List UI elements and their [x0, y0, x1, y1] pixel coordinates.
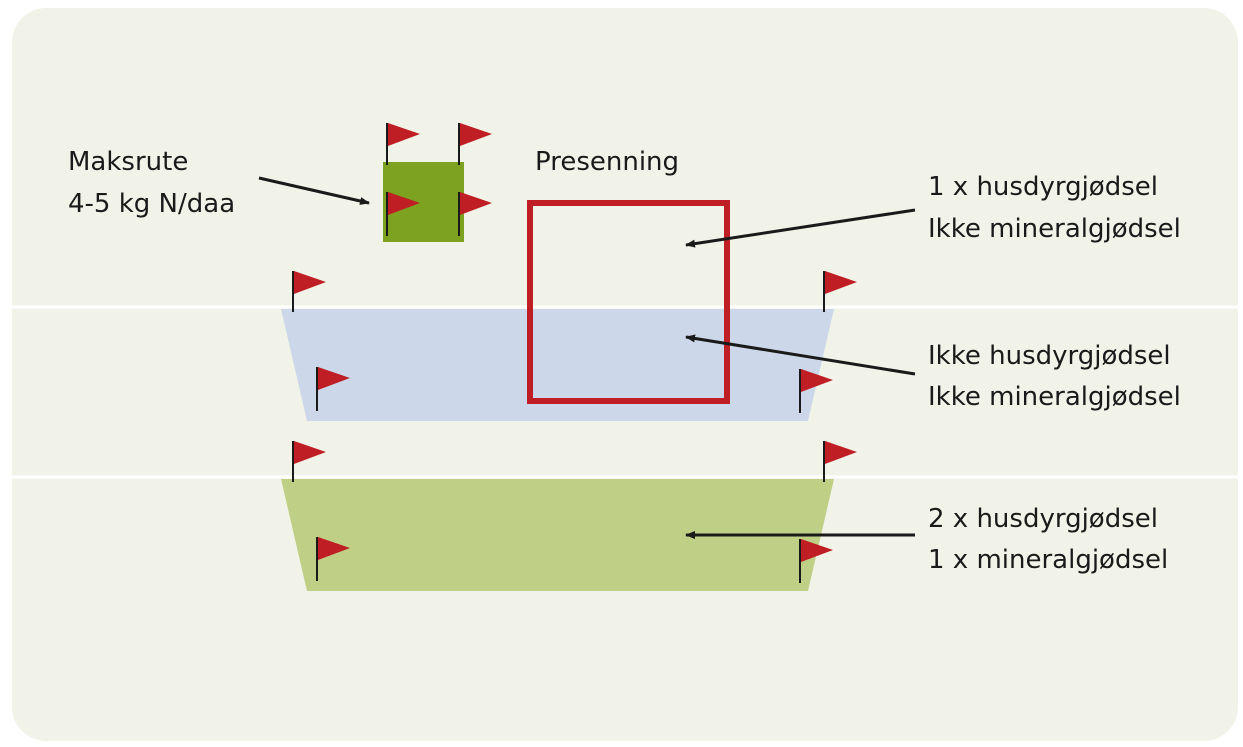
- green-plot-flag-top-right-icon: [823, 441, 857, 482]
- green-plot-flag-bottom-left-icon: [316, 537, 350, 581]
- blue-plot-flag-bottom-right-icon: [799, 369, 833, 413]
- max-plot-label-line2: 4-5 kg N/daa: [68, 189, 235, 219]
- blue-plot-arrow: [685, 334, 916, 376]
- green-plot-label-line2: 1 x mineralgjødsel: [928, 545, 1168, 575]
- tarp-plot-arrow: [685, 208, 916, 248]
- green-plot-flag-bottom-right-icon: [799, 539, 833, 583]
- tarp-label: Presenning: [535, 147, 679, 177]
- tarp-square: [527, 200, 730, 404]
- blue-plot-label-line2: Ikke mineralgjødsel: [928, 382, 1181, 412]
- max-plot-flag-bottom-right-icon: [458, 192, 492, 236]
- double-manure-plot: [281, 479, 834, 591]
- tarp-plot-label-line1: 1 x husdyrgjødsel: [928, 172, 1158, 202]
- max-plot-arrow: [258, 176, 370, 205]
- max-plot-label-line1: Maksrute: [68, 147, 188, 177]
- blue-plot-flag-top-right-icon: [823, 271, 857, 312]
- max-plot-flag-top-left-icon: [386, 123, 420, 165]
- blue-plot-flag-bottom-left-icon: [316, 367, 350, 411]
- tarp-plot-label-line2: Ikke mineralgjødsel: [928, 214, 1181, 244]
- blue-plot-label-line1: Ikke husdyrgjødsel: [928, 341, 1171, 371]
- green-plot-label-line1: 2 x husdyrgjødsel: [928, 504, 1158, 534]
- max-plot-flag-bottom-left-icon: [386, 192, 420, 236]
- blue-plot-flag-top-left-icon: [292, 271, 326, 312]
- no-fertilizer-plot: [281, 309, 834, 421]
- green-plot-flag-top-left-icon: [292, 441, 326, 482]
- max-plot-flag-top-right-icon: [458, 123, 492, 165]
